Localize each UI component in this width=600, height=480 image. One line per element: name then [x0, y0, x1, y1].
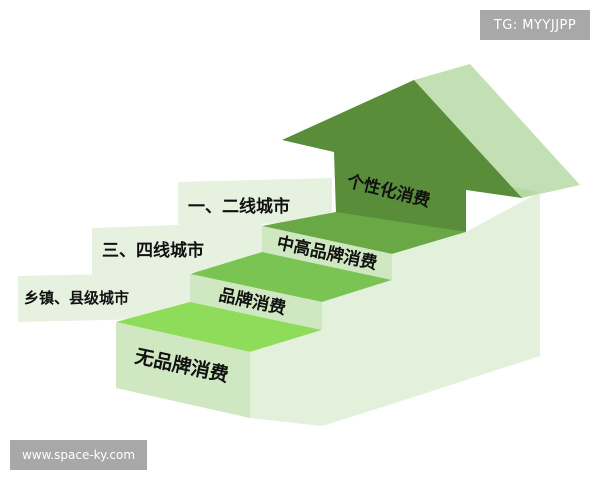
tier-label-2: 三、四线城市: [102, 240, 204, 261]
step-3-riser: [262, 226, 392, 280]
step-1-front: [116, 322, 250, 418]
arrow-side-face: [414, 64, 580, 198]
step-2-side: [322, 280, 392, 426]
watermark-bottom-left: www.space-ky.com: [10, 440, 147, 470]
tier-label-1: 一、二线城市: [188, 196, 290, 217]
watermark-top-right: TG: MYYJJPP: [480, 10, 590, 40]
step-2-top: [190, 252, 392, 302]
arrow-front-face: [282, 80, 522, 232]
tier-banner-3: [18, 272, 190, 322]
tier-label-3: 乡镇、县级城市: [24, 289, 129, 307]
tier-banner-1: [178, 178, 332, 226]
step-3-top: [262, 212, 466, 254]
step-3-side: [392, 232, 466, 404]
step-1-top: [116, 302, 322, 352]
step-1-side: [250, 330, 322, 426]
tier-banner-2: [92, 222, 262, 276]
block-4-side: [466, 192, 540, 380]
step-2-riser: [190, 274, 322, 330]
